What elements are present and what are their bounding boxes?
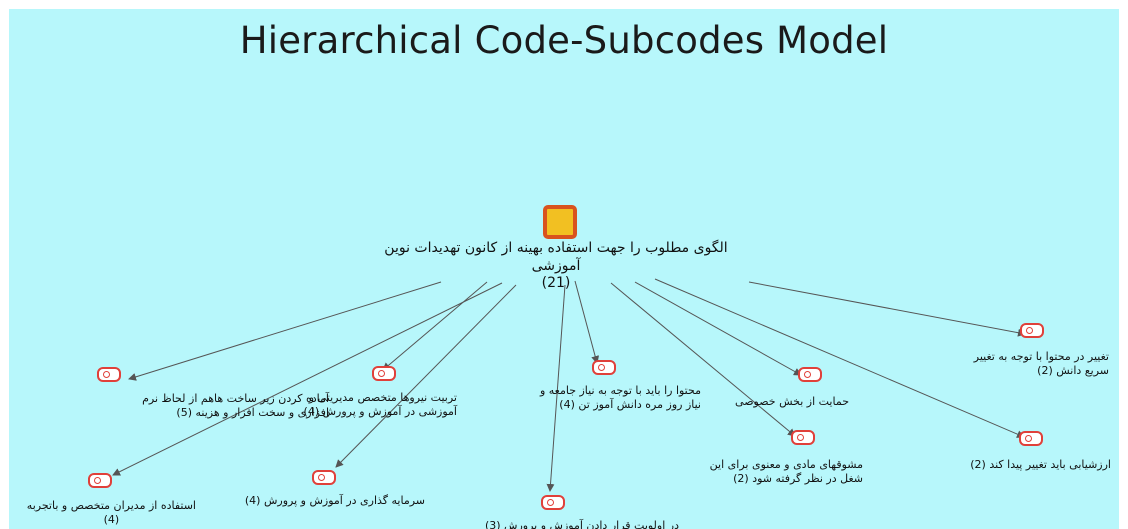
subcode-line: سرمایه گذاری در آموزش و پرورش (4) [244,494,425,507]
subcode-label[interactable]: تربیت نیروها متخصص مدیریتی و آموزشی در آ… [304,391,457,419]
subcode-line: نیاز روز مره دانش آموز تن (4) [559,397,701,411]
root-label-text: الگوی مطلوب را جهت استفاده بهینه از کانو… [384,240,728,274]
subcode-icon[interactable] [372,366,396,381]
subcode-line: ارزشیابی باید تغییر پیدا کند (2) [970,458,1111,471]
subcode-icon[interactable] [592,360,616,375]
edges-layer [112,278,1026,492]
subcode-icon[interactable] [791,430,815,445]
subcode-label[interactable]: مشوقهای مادی و معنوی برای این شغل در نظر… [710,458,863,486]
subcode-line: شغل در نظر گرفته شود (2) [733,471,863,485]
root-code-label[interactable]: الگوی مطلوب را جهت استفاده بهینه از کانو… [371,240,741,293]
subcode-line: محتوا را باید با توجه به نیاز جامعه و [539,384,701,397]
subcode-label[interactable]: تغییر در محتوا با توجه به تغییر سریع دان… [974,350,1109,378]
subcode-line: تربیت نیروها متخصص مدیریتی و [308,391,457,404]
subcode-label[interactable]: آماده کردن زیر ساخت هاهم از لحاظ نرم افز… [142,392,329,420]
subcode-icon[interactable] [798,367,822,382]
subcode-icon[interactable] [541,495,565,510]
subcode-label[interactable]: حمایت از بخش خصوصی [735,395,849,409]
subcode-label[interactable]: در اولویت قرار دادن آموزش و پرورش (3) [485,519,679,529]
diagram-canvas: Hierarchical Code-Subcodes Model الگوی م… [9,9,1119,529]
edge-0 [748,281,1026,337]
edge-6 [610,282,796,437]
subcode-icon[interactable] [312,470,336,485]
subcode-line: در اولویت قرار دادن آموزش و پرورش (3) [484,519,679,529]
edge-7 [335,284,517,468]
edge-3 [382,281,488,371]
subcode-label[interactable]: ارزشیابی باید تغییر پیدا کند (2) [970,458,1111,472]
subcode-line: (4) [103,512,120,526]
edge-1 [634,281,802,376]
subcode-line: حمایت از بخش خصوصی [735,395,849,408]
subcode-icon[interactable] [1019,431,1043,446]
edge-5 [654,278,1025,438]
diagram-title: Hierarchical Code-Subcodes Model [239,19,889,62]
subcode-line: آموزشی در آموزش و پرورش (4) [303,404,457,418]
root-count: (21) [541,275,571,291]
subcode-line: استفاده از مدیران متخصص و باتجربه [26,499,196,512]
edge-8 [112,282,503,476]
subcode-icon[interactable] [97,367,121,382]
subcode-line: افزاری و سخت افزار و هزینه (5) [176,405,329,419]
edge-9 [546,284,566,492]
subcode-label[interactable]: محتوا را باید با توجه به نیاز جامعه و نی… [540,384,701,412]
subcode-line: مشوقهای مادی و معنوی برای این [709,458,863,471]
subcode-line: آماده کردن زیر ساخت هاهم از لحاظ نرم [142,392,329,405]
subcode-label[interactable]: سرمایه گذاری در آموزش و پرورش (4) [245,494,425,508]
subcode-label[interactable]: استفاده از مدیران متخصص و باتجربه (4) [27,499,196,527]
subcode-icon[interactable] [1020,323,1044,338]
edge-2 [574,280,600,364]
root-code-icon[interactable] [543,205,577,239]
edge-4 [128,281,442,381]
subcode-icon[interactable] [88,473,112,488]
subcode-line: سریع دانش (2) [1037,363,1109,377]
subcode-line: تغییر در محتوا با توجه به تغییر [973,350,1109,363]
